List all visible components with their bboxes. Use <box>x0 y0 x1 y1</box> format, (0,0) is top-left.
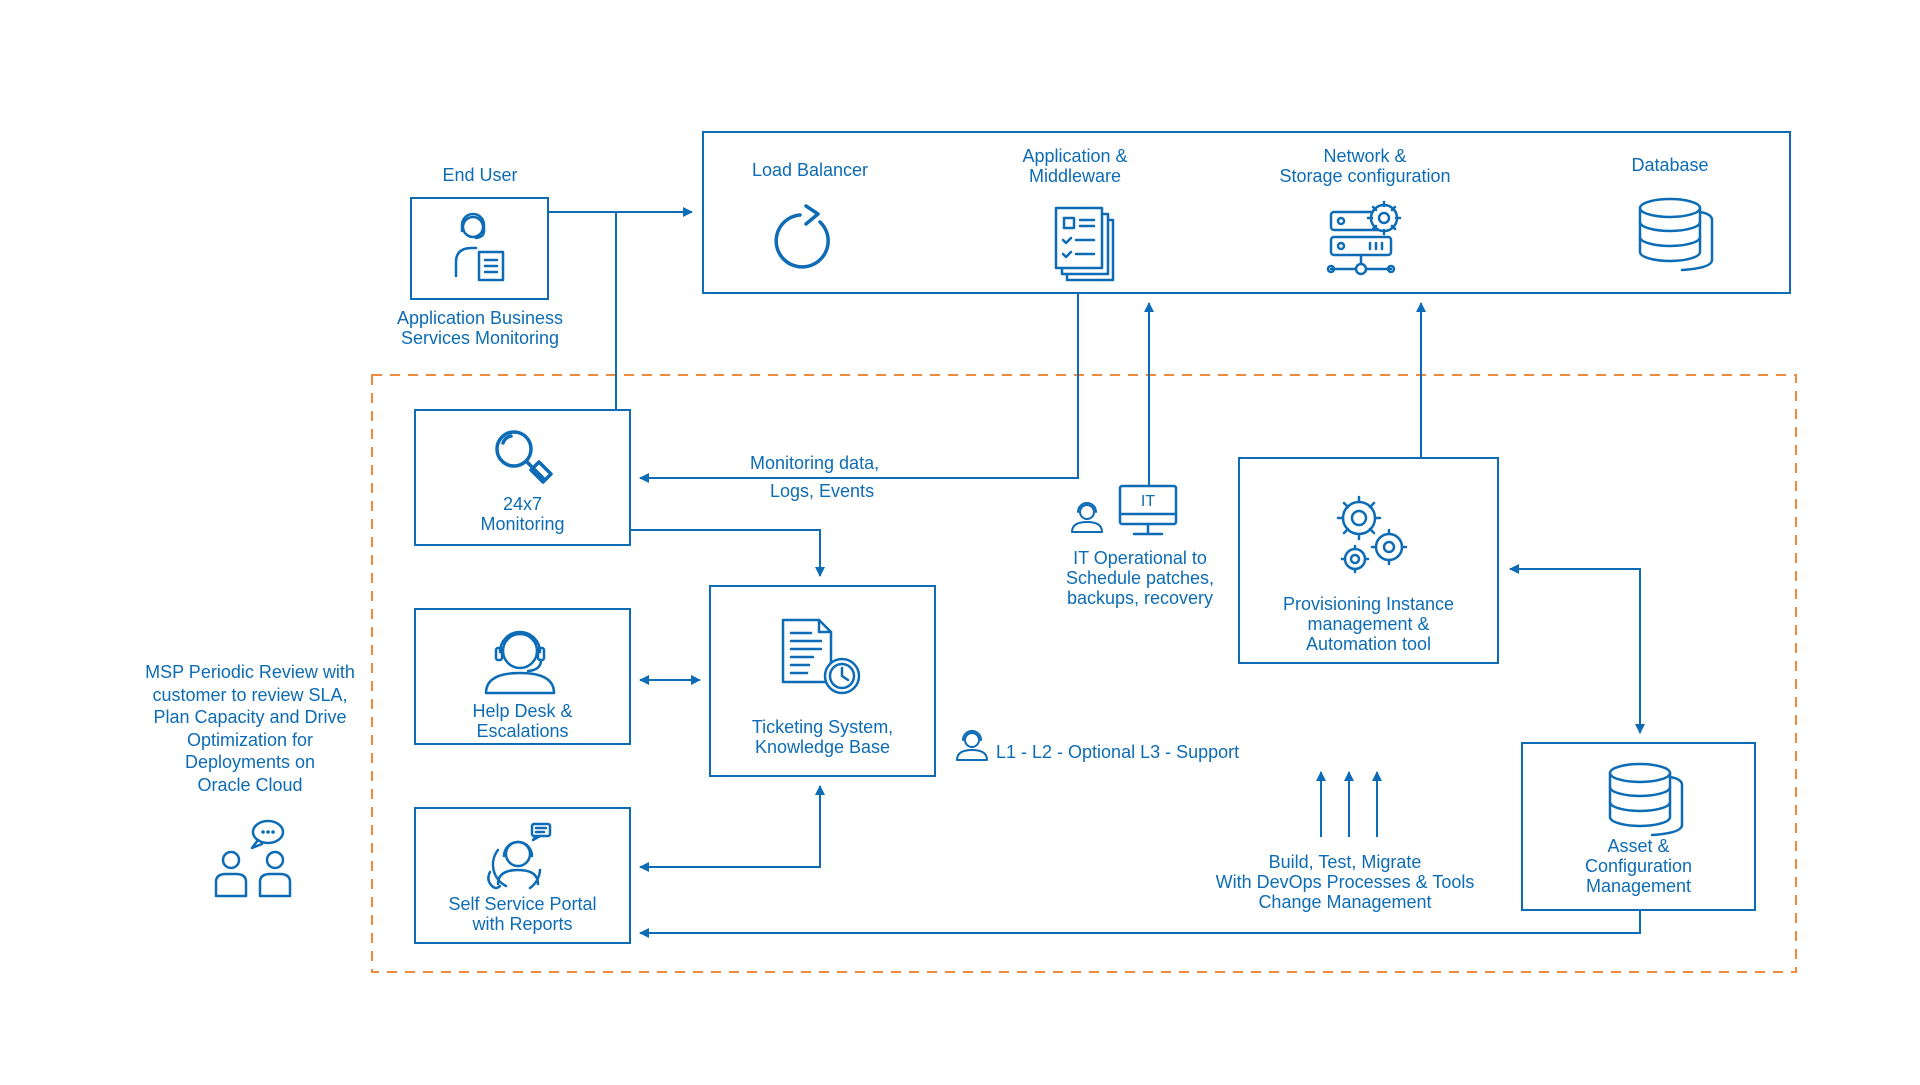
asset-database-icon <box>1608 762 1684 837</box>
end-user-caption-line1: Application Business <box>396 308 564 328</box>
asset-line3: Management <box>1585 876 1692 896</box>
database-icon <box>1638 197 1714 272</box>
monitoring-line1: 24x7 <box>502 494 543 514</box>
msp-line6: Oracle Cloud <box>197 774 303 795</box>
monitoring-to-ticketing-arrow <box>630 529 825 577</box>
network-storage-line1: Network & <box>1323 146 1407 166</box>
end-user-caption-line2: Services Monitoring <box>400 328 560 348</box>
ticketing-label: Ticketing System, Knowledge Base <box>715 717 930 757</box>
magnifier-icon <box>495 430 553 484</box>
self-service-line2: with Reports <box>472 914 573 934</box>
monitor-icon <box>1118 484 1178 536</box>
msp-review-label: MSP Periodic Review with customer to rev… <box>120 661 380 796</box>
monitoring-line2: Monitoring <box>480 514 565 534</box>
it-agent-icon <box>1071 502 1103 533</box>
ticketing-box <box>709 585 936 777</box>
asset-to-self-service-arrow <box>639 910 1641 938</box>
devops-line1: Build, Test, Migrate <box>1268 852 1422 872</box>
network-storage-label: Network & Storage configuration <box>1250 146 1480 186</box>
end-user-caption: Application Business Services Monitoring <box>370 308 590 348</box>
infrastructure-box <box>702 131 1791 294</box>
headset-agent-icon <box>484 630 556 695</box>
self-service-box <box>414 807 631 944</box>
devops-line3: Change Management <box>1258 892 1432 912</box>
devops-line2: With DevOps Processes & Tools <box>1215 872 1475 892</box>
managed-services-region <box>371 374 1797 973</box>
network-storage-line2: Storage configuration <box>1279 166 1451 186</box>
documents-icon <box>1054 206 1115 282</box>
monitoring-data-label: Monitoring data, Logs, Events <box>750 453 950 501</box>
help-desk-line2: Escalations <box>476 721 569 741</box>
user-support-icon <box>454 212 505 282</box>
help-desk-box <box>414 608 631 745</box>
provisioning-asset-arrow <box>1509 564 1645 734</box>
monitoring-data-line2: Logs, Events <box>770 481 875 501</box>
app-middleware-line1: Application & <box>1022 146 1128 166</box>
self-service-line1: Self Service Portal <box>448 894 597 914</box>
msp-line3: Plan Capacity and Drive <box>153 707 347 727</box>
end-user-box <box>410 197 549 300</box>
provisioning-line1: Provisioning Instance <box>1282 594 1455 614</box>
asset-box <box>1521 742 1756 911</box>
msp-line2: customer to review SLA, <box>152 684 348 705</box>
self-service-ticketing-arrow <box>639 785 825 872</box>
server-gear-icon <box>1326 200 1402 276</box>
asset-label: Asset & Configuration Management <box>1527 836 1750 896</box>
asset-line2: Configuration <box>1584 856 1693 876</box>
load-balancer-label: Load Balancer <box>751 160 869 180</box>
devops-label: Build, Test, Migrate With DevOps Process… <box>1195 852 1495 912</box>
it-ops-line3: backups, recovery <box>1066 588 1214 608</box>
app-middleware-line2: Middleware <box>1028 166 1122 186</box>
it-monitor-text: IT <box>1140 493 1156 510</box>
provisioning-line2: management & <box>1307 614 1430 634</box>
it-ops-line2: Schedule patches, <box>1065 568 1215 588</box>
provisioning-label: Provisioning Instance management & Autom… <box>1244 594 1493 654</box>
support-agent-icon <box>956 730 988 761</box>
ticketing-line2: Knowledge Base <box>754 737 891 757</box>
provisioning-box <box>1238 457 1499 664</box>
help-desk-label: Help Desk & Escalations <box>420 701 625 741</box>
asset-line1: Asset & <box>1607 836 1670 856</box>
end-user-title: End User <box>442 165 518 185</box>
self-service-label: Self Service Portal with Reports <box>420 894 625 934</box>
provisioning-line3: Automation tool <box>1305 634 1432 654</box>
database-label: Database <box>1631 155 1709 175</box>
portal-agent-icon <box>487 822 552 890</box>
it-ops-line1: IT Operational to <box>1073 548 1207 568</box>
help-desk-line1: Help Desk & <box>472 701 573 721</box>
msp-line4: Optimization for <box>186 729 314 750</box>
ticketing-line1: Ticketing System, <box>751 717 894 737</box>
document-clock-icon <box>781 618 861 695</box>
monitoring-data-line1: Monitoring data, <box>750 453 880 473</box>
support-label: L1 - L2 - Optional L3 - Support <box>996 742 1240 762</box>
msp-line1: MSP Periodic Review with <box>145 662 355 682</box>
people-chat-icon <box>214 819 292 898</box>
it-ops-label: IT Operational to Schedule patches, back… <box>1040 548 1240 608</box>
monitoring-box <box>414 409 631 546</box>
msp-line5: Deployments on <box>184 752 316 772</box>
gears-icon <box>1336 495 1408 574</box>
monitoring-label: 24x7 Monitoring <box>420 494 625 534</box>
app-middleware-label: Application & Middleware <box>985 146 1165 186</box>
monitoring-data-arrow <box>639 293 1079 483</box>
refresh-icon <box>774 204 830 269</box>
